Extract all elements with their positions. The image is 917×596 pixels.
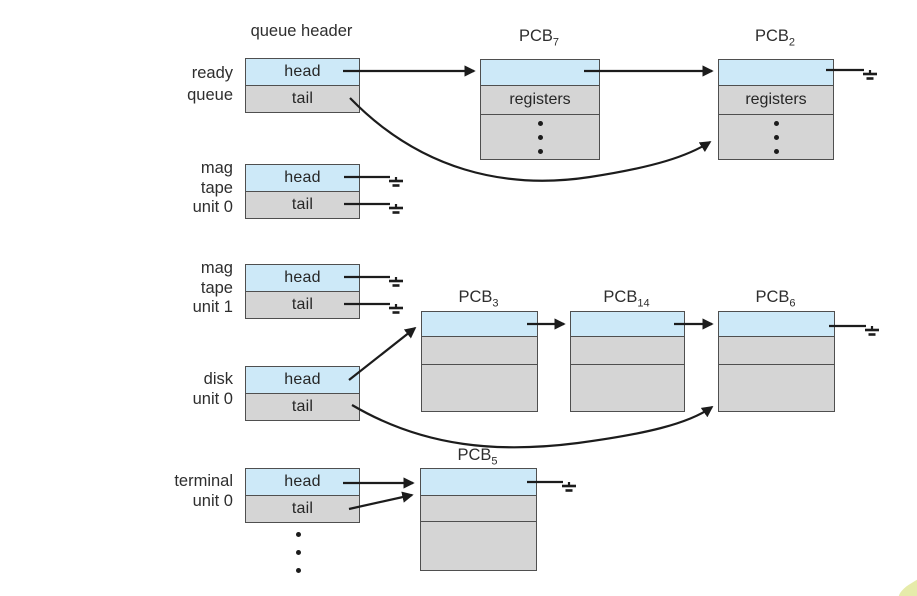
pcb-6-title: PCB6 <box>755 288 796 310</box>
pcb-7-box: registers <box>480 59 600 160</box>
tail-cell: tail <box>246 496 359 522</box>
queue-box-mag-tape-1: head tail <box>245 264 360 319</box>
queue-header-label: queue header <box>250 22 353 40</box>
pcb-14-title: PCB14 <box>603 288 650 310</box>
ready-queue-label: ready queue <box>187 64 233 104</box>
null-pointer-icon <box>865 326 879 336</box>
null-pointer-icon <box>389 177 403 187</box>
head-cell: head <box>246 367 359 394</box>
queue-box-mag-tape-0: head tail <box>245 164 360 219</box>
head-cell: head <box>246 165 359 192</box>
null-pointer-icon <box>389 304 403 314</box>
mag-tape-unit-0-label: mag tape unit 0 <box>192 159 233 216</box>
null-pointer-icon <box>562 482 576 492</box>
null-pointer-icon <box>389 204 403 214</box>
tail-cell: tail <box>246 292 359 318</box>
null-pointer-icon <box>389 277 403 287</box>
queue-box-ready: head tail <box>245 58 360 113</box>
pcb-field-cell <box>571 365 684 411</box>
pcb-field-cell <box>422 337 537 365</box>
pcb-field-cell <box>571 337 684 365</box>
tail-cell: tail <box>246 192 359 218</box>
pcb-5-title: PCB5 <box>457 446 498 468</box>
pcb-link-cell <box>422 312 537 337</box>
mag-tape-unit-1-label: mag tape unit 1 <box>192 259 233 316</box>
pcb-5-box <box>420 468 537 571</box>
vertical-ellipsis-icon <box>481 115 599 159</box>
queue-box-disk: head tail <box>245 366 360 421</box>
vertical-ellipsis-icon <box>296 532 301 573</box>
pcb-6-box <box>718 311 835 412</box>
pcb-link-cell <box>719 60 833 86</box>
terminal-unit-0-label: terminal unit 0 <box>174 472 233 510</box>
pcb-2-box: registers <box>718 59 834 160</box>
pcb-field-cell <box>422 365 537 411</box>
pcb-link-cell <box>571 312 684 337</box>
pcb-14-box <box>570 311 685 412</box>
null-pointer-icon <box>863 70 877 80</box>
tail-cell: tail <box>246 394 359 420</box>
pcb-field-cell <box>421 522 536 570</box>
head-cell: head <box>246 265 359 292</box>
pcb-link-cell <box>719 312 834 337</box>
pcb-7-title: PCB7 <box>518 27 560 49</box>
pcb-field-cell <box>719 365 834 411</box>
tail-cell: tail <box>246 86 359 112</box>
pcb-3-title: PCB3 <box>458 288 499 310</box>
pcb-field-cell <box>421 496 536 522</box>
pcb-registers-cell: registers <box>481 86 599 115</box>
pcb-link-cell <box>481 60 599 86</box>
corner-decoration <box>895 575 917 596</box>
pcb-field-cell <box>719 337 834 365</box>
pcb-registers-cell: registers <box>719 86 833 115</box>
pcb-3-box <box>421 311 538 412</box>
head-cell: head <box>246 59 359 86</box>
pcb-2-title: PCB2 <box>754 27 796 49</box>
pcb-link-cell <box>421 469 536 496</box>
disk-unit-0-label: disk unit 0 <box>192 370 233 408</box>
head-cell: head <box>246 469 359 496</box>
queue-box-terminal: head tail <box>245 468 360 523</box>
vertical-ellipsis-icon <box>719 115 833 159</box>
